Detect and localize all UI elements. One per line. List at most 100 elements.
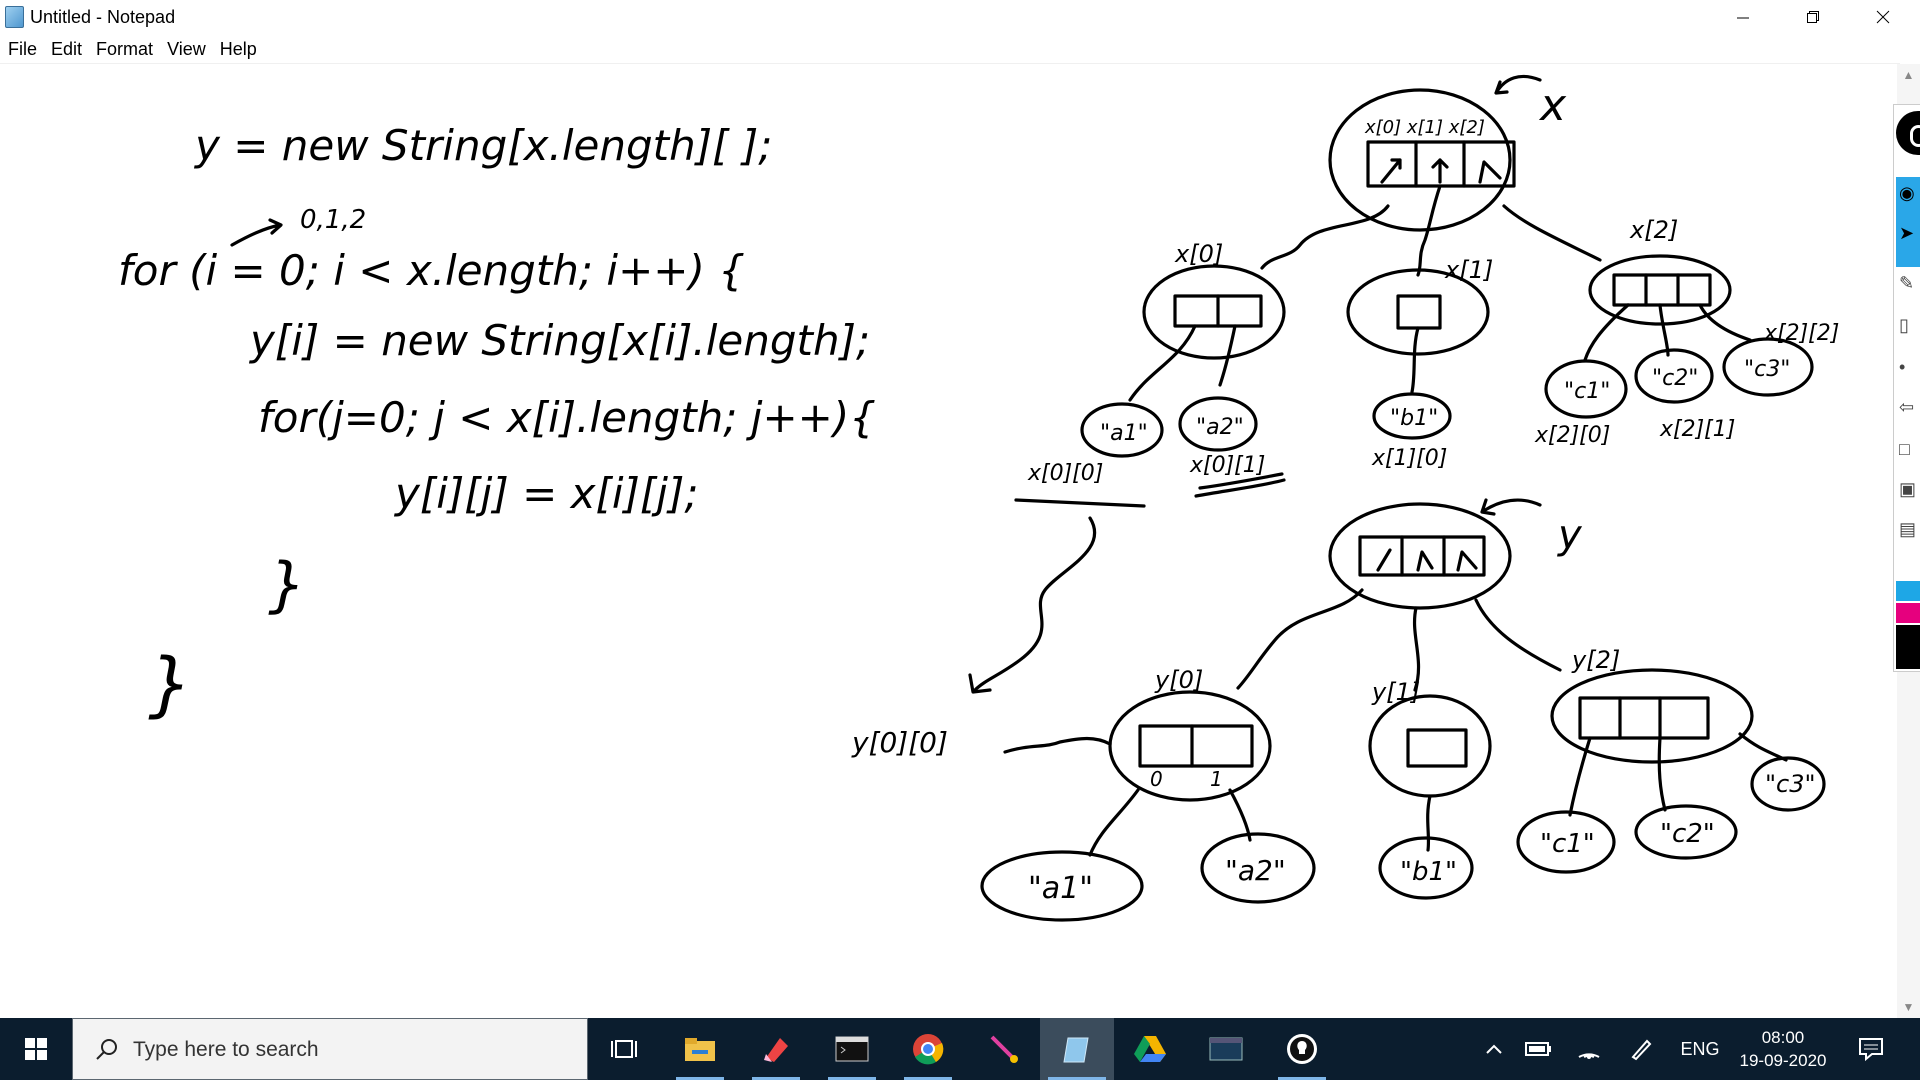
- y-ref-label: y: [1557, 512, 1583, 558]
- clock-date: 19-09-2020: [1739, 1051, 1827, 1070]
- x21-label: x[2][1]: [1659, 417, 1735, 442]
- code-brace-inner: }: [268, 550, 306, 620]
- code-line-1: y = new String[x.length][ ];: [193, 121, 772, 170]
- pen-workspace-button[interactable]: [1620, 1018, 1662, 1080]
- y2-label: y[2]: [1571, 646, 1620, 674]
- clock[interactable]: 08:00 19-09-2020: [1728, 1026, 1838, 1072]
- x0-node: [1142, 264, 1286, 360]
- scroll-up-button[interactable]: ▲: [1902, 68, 1915, 82]
- pen-toolbar-active-group: [1896, 177, 1920, 267]
- y-leaf-c1: [1516, 810, 1616, 874]
- eraser-icon[interactable]: □: [1899, 439, 1910, 459]
- file-explorer-button[interactable]: [670, 1018, 730, 1080]
- y1-node: [1368, 694, 1492, 798]
- camera-icon[interactable]: ▣: [1899, 479, 1917, 499]
- ink-logo-icon[interactable]: [1896, 111, 1920, 155]
- wifi-button[interactable]: [1568, 1018, 1610, 1080]
- search-placeholder: Type here to search: [133, 1038, 319, 1061]
- color-swatch-black[interactable]: [1896, 625, 1920, 669]
- menu-help[interactable]: Help: [219, 39, 257, 59]
- x-leaf-c1-text: "c1": [1564, 379, 1610, 404]
- x10-label: x[1][0]: [1371, 446, 1447, 471]
- mysql-icon: [1209, 1037, 1243, 1061]
- scroll-down-button[interactable]: ▼: [1902, 1000, 1915, 1014]
- y00-label: y[0][0]: [851, 726, 948, 759]
- menu-format[interactable]: Format: [96, 39, 154, 59]
- chrome-button[interactable]: [898, 1018, 958, 1080]
- pen-icon[interactable]: ✎: [1899, 273, 1915, 293]
- close-button[interactable]: [1848, 0, 1918, 33]
- taskbar-search[interactable]: Type here to search: [72, 1018, 588, 1080]
- battery-button[interactable]: [1518, 1018, 1560, 1080]
- restore-icon: [1807, 10, 1819, 23]
- window-title: Untitled - Notepad: [30, 7, 176, 27]
- x20-label: x[2][0]: [1534, 423, 1610, 448]
- x-leaf-c3: [1722, 337, 1814, 397]
- code-line-4: for(j=0; j < x[i].length; j++){: [258, 393, 876, 442]
- sparkle-app-button[interactable]: [974, 1018, 1034, 1080]
- pen-tray-icon: [1631, 1039, 1652, 1061]
- code-line-3: y[i] = new String[x[i].length];: [248, 316, 870, 365]
- task-view-button[interactable]: [594, 1018, 654, 1080]
- x-leaf-b1: [1372, 392, 1452, 440]
- terminal-button[interactable]: [822, 1018, 882, 1080]
- y-leaf-c1-text: "c1": [1540, 829, 1595, 859]
- x-ref-label: x: [1538, 80, 1567, 131]
- restore-button[interactable]: [1778, 0, 1848, 33]
- y00-pointer: [1003, 736, 1112, 754]
- y1-label: y[1]: [1371, 678, 1420, 706]
- x00-label: x[0][0]: [1027, 461, 1103, 486]
- code-line-5: y[i][j] = x[i][j];: [393, 469, 699, 518]
- start-button[interactable]: [0, 1018, 72, 1080]
- x-slot-labels: x[0] x[1] x[2]: [1364, 117, 1485, 138]
- lightbulb-app-button[interactable]: [1272, 1018, 1332, 1080]
- menu-file[interactable]: File: [8, 39, 38, 59]
- battery-icon: [1525, 1042, 1551, 1056]
- text-editor[interactable]: y = new String[x.length][ ]; 0,1,2 for (…: [0, 64, 1897, 1018]
- x-leaf-c2-text: "c2": [1652, 366, 1698, 391]
- paint-button[interactable]: [746, 1018, 806, 1080]
- pointer-icon[interactable]: ➤: [1899, 223, 1915, 243]
- minimize-icon: [1737, 17, 1749, 18]
- show-hidden-icons-button[interactable]: [1476, 1018, 1512, 1080]
- paint-icon: [764, 1038, 788, 1062]
- index-arrow: [230, 218, 283, 247]
- y-leaf-c3: [1750, 756, 1826, 812]
- google-drive-button[interactable]: [1120, 1018, 1180, 1080]
- x-ref-arrow: [1494, 74, 1542, 95]
- x22-label: x[2][2]: [1763, 321, 1839, 346]
- color-swatch-magenta[interactable]: [1896, 603, 1920, 623]
- x-leaf-b1-text: "b1": [1390, 406, 1438, 431]
- y2-node: [1550, 668, 1754, 764]
- copy-arrow: [973, 516, 1097, 692]
- highlighter-icon[interactable]: ▯: [1899, 315, 1909, 335]
- undo-icon[interactable]: ⇦: [1899, 397, 1915, 417]
- y-leaf-a1-text: "a1": [1028, 871, 1093, 906]
- chevron-up-icon: [1486, 1044, 1502, 1054]
- file-explorer-icon: [685, 1038, 715, 1061]
- y-leaf-a2: [1200, 832, 1316, 904]
- y0-index-0: 0: [1150, 767, 1163, 791]
- menu-view[interactable]: View: [167, 39, 206, 59]
- code-line-2: for (i = 0; i < x.length; i++) {: [118, 246, 745, 295]
- color-swatch-blue[interactable]: [1896, 581, 1920, 601]
- mysql-button[interactable]: [1196, 1018, 1256, 1080]
- menu-edit[interactable]: Edit: [51, 39, 83, 59]
- language-indicator[interactable]: ENG: [1680, 1038, 1720, 1059]
- pen-toolbar: ◉ ➤ ✎ ▯ • ⇦ □ ▣ ▤: [1893, 104, 1920, 672]
- eye-icon[interactable]: ◉: [1899, 183, 1915, 203]
- lightbulb-icon: [1287, 1034, 1317, 1064]
- ink-canvas[interactable]: y = new String[x.length][ ]; 0,1,2 for (…: [0, 64, 1897, 1018]
- x-leaf-a1: [1080, 402, 1164, 458]
- clipboard-icon[interactable]: ▤: [1899, 519, 1917, 539]
- x2-node: [1588, 254, 1732, 326]
- wifi-icon: [1578, 1053, 1600, 1059]
- action-center-button[interactable]: [1846, 1018, 1896, 1080]
- google-drive-icon: [1134, 1036, 1166, 1062]
- minimize-button[interactable]: [1708, 0, 1778, 33]
- notepad-taskbar-button[interactable]: [1040, 1018, 1114, 1080]
- title-bar: Untitled - Notepad: [0, 0, 1920, 33]
- dot-icon[interactable]: •: [1899, 357, 1906, 377]
- x1-node: [1346, 268, 1490, 356]
- x01-label: x[0][1]: [1189, 453, 1265, 478]
